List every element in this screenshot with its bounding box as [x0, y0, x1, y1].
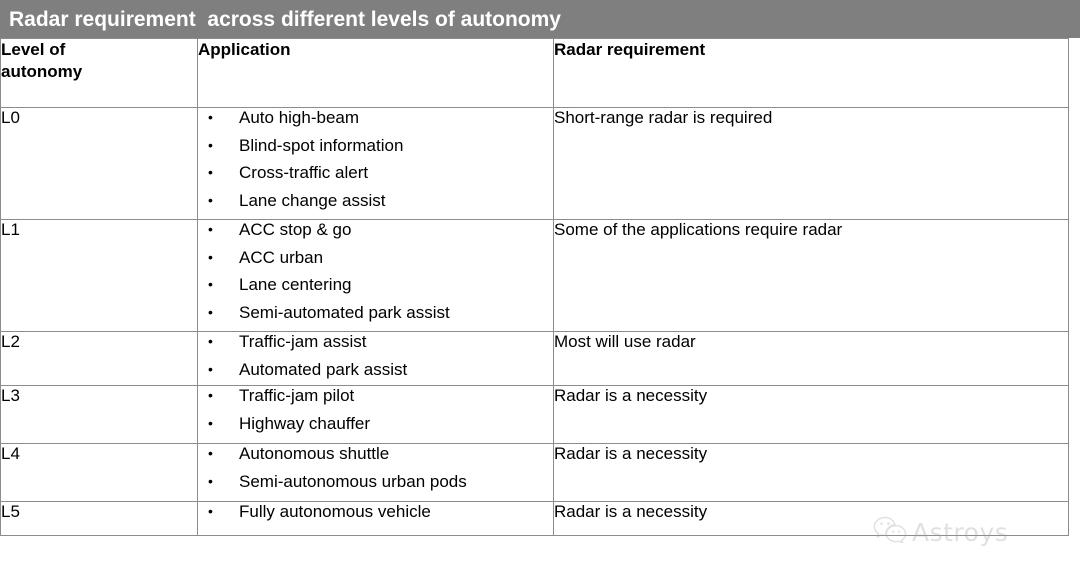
- list-item-label: Semi-automated park assist: [239, 303, 450, 323]
- list-item-label: Lane centering: [239, 275, 352, 295]
- bullet-icon: •: [208, 192, 213, 209]
- bullet-icon: •: [208, 164, 213, 181]
- application-list: • Traffic-jam assist • Automated park assis…: [198, 332, 553, 380]
- cell-radar-requirement: Radar is a necessity: [553, 501, 1069, 536]
- column-header-label: Application: [198, 40, 291, 59]
- column-header-level-of-autonomy: Level of autonomy: [0, 38, 198, 108]
- title-banner: Radar requirement across different level…: [0, 0, 1080, 38]
- list-item-label: Blind-spot information: [239, 135, 404, 155]
- column-header-label: Level of autonomy: [1, 40, 83, 81]
- cell-level-of-autonomy: L0: [0, 107, 198, 220]
- cell-application: •ACC stop & go•ACC urban•Lane centering•…: [197, 219, 554, 332]
- bullet-icon: •: [208, 304, 213, 321]
- list-item-label: Lane change assist: [239, 191, 386, 211]
- list-item-label: Traffic-jam pilot: [239, 386, 355, 405]
- application-list: • Autonomous shuttle • Semi-autonomous urba…: [198, 444, 553, 492]
- table-body: L0 • Auto high-beam • Blind-spot information…: [0, 107, 1069, 536]
- table-row: L4 • Autonomous shuttle • Semi-autonomous ur…: [0, 443, 1069, 502]
- cell-application: • Traffic-jam pilot • Highway chauffer: [197, 385, 554, 444]
- cell-level-of-autonomy: L5: [0, 501, 198, 536]
- list-item: • ACC stop & go: [198, 220, 553, 241]
- list-item: • Traffic-jam pilot: [198, 386, 553, 407]
- list-item-label: Automated park assist: [239, 359, 408, 379]
- bullet-icon: •: [208, 360, 213, 377]
- list-item: • Fully autonomous vehicle: [198, 502, 553, 523]
- cell-application: • Fully autonomous vehicle: [197, 501, 554, 536]
- bullet-icon: •: [208, 136, 213, 153]
- list-item-label: ACC urban: [239, 247, 324, 267]
- list-item-label: Fully autonomous vehicle: [239, 502, 431, 521]
- application-list: •ACC stop & go•ACC urban•Lane centering•…: [198, 220, 553, 324]
- list-item: • Traffic-jam assist: [198, 332, 553, 353]
- table-row: L0 • Auto high-beam • Blind-spot information…: [0, 107, 1069, 220]
- bullet-icon: •: [208, 414, 213, 431]
- list-item: • Semi-autonomous urban pods: [198, 472, 553, 493]
- list-item-label: ACC stop & go: [239, 220, 352, 239]
- cell-level-of-autonomy: L1: [0, 219, 198, 332]
- list-item: • Auto high-beam: [198, 108, 553, 129]
- cell-level-of-autonomy: L4: [0, 443, 198, 502]
- cell-application: • Autonomous shuttle • Semi-autonomous urba…: [197, 443, 554, 502]
- list-item-label: Autonomous shuttle: [239, 444, 390, 463]
- bullet-icon: •: [208, 248, 213, 265]
- list-item-label: Auto high-beam: [239, 108, 360, 127]
- application-list: • Fully autonomous vehicle: [198, 502, 553, 523]
- list-item-label: Traffic-jam assist: [239, 332, 367, 351]
- list-item: • Autonomous shuttle: [198, 444, 553, 465]
- bullet-icon: •: [208, 472, 213, 489]
- list-item: • ACC urban: [198, 248, 553, 269]
- cell-level-of-autonomy: L2: [0, 331, 198, 386]
- column-header-label: Radar requirement: [554, 40, 706, 59]
- list-item: • Lane centering: [198, 275, 553, 296]
- radar-requirement-table: Level of autonomy Application Radar requ…: [0, 38, 1069, 536]
- bullet-icon: •: [208, 109, 213, 125]
- list-item: • Cross-traffic alert: [198, 163, 553, 184]
- list-item: • Automated park assist: [198, 360, 553, 381]
- bullet-icon: •: [208, 221, 213, 237]
- list-item-label: Cross-traffic alert: [239, 163, 369, 183]
- list-item: • Lane change assist: [198, 191, 553, 212]
- list-item-label: Semi-autonomous urban pods: [239, 471, 467, 491]
- bullet-icon: •: [208, 503, 213, 519]
- column-header-radar-requirement: Radar requirement: [553, 38, 1069, 108]
- bullet-icon: •: [208, 276, 213, 293]
- bullet-icon: •: [208, 333, 213, 349]
- list-item-label: Highway chauffer: [239, 413, 371, 433]
- cell-application: • Traffic-jam assist • Automated park assis…: [197, 331, 554, 386]
- list-item: • Semi-automated park assist: [198, 303, 553, 324]
- list-item: • Blind-spot information: [198, 136, 553, 157]
- cell-application: • Auto high-beam • Blind-spot information • C…: [197, 107, 554, 220]
- page-title: Radar requirement across different level…: [9, 7, 561, 31]
- cell-radar-requirement: Radar is a necessity: [553, 443, 1069, 502]
- table-row: L2 • Traffic-jam assist • Automated park ass…: [0, 331, 1069, 386]
- cell-level-of-autonomy: L3: [0, 385, 198, 444]
- cell-radar-requirement: Some of the applications require radar: [553, 219, 1069, 332]
- bullet-icon: •: [208, 387, 213, 403]
- table-header-row: Level of autonomy Application Radar requ…: [0, 38, 1069, 108]
- application-list: • Traffic-jam pilot • Highway chauffer: [198, 386, 553, 434]
- cell-radar-requirement: Most will use radar: [553, 331, 1069, 386]
- column-header-application: Application: [197, 38, 554, 108]
- cell-radar-requirement: Radar is a necessity: [553, 385, 1069, 444]
- bullet-icon: •: [208, 445, 213, 461]
- table-row: L5 • Fully autonomous vehicle Radar is a ne…: [0, 501, 1069, 536]
- table-row: L3 • Traffic-jam pilot • Highway chauffer Rad…: [0, 385, 1069, 444]
- list-item: • Highway chauffer: [198, 414, 553, 435]
- cell-radar-requirement: Short-range radar is required: [553, 107, 1069, 220]
- application-list: • Auto high-beam • Blind-spot information • C…: [198, 108, 553, 212]
- table-row: L1 • ACC stop & go • ACC urban • Lane centerin…: [0, 219, 1069, 332]
